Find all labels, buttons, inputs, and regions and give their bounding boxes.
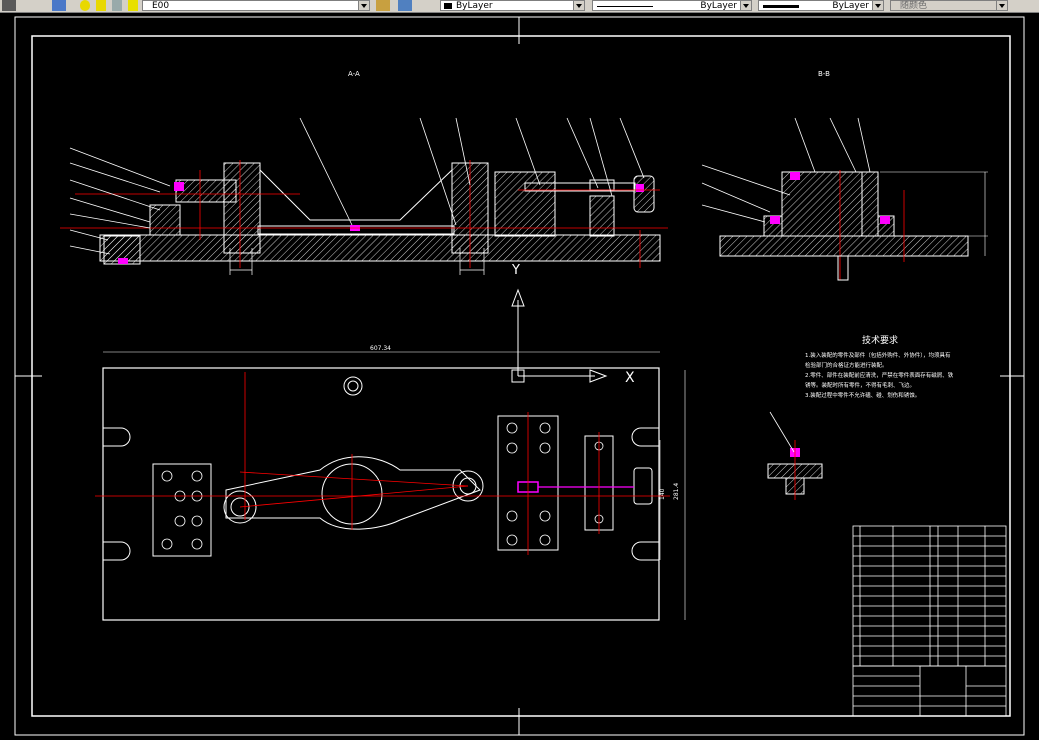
- tech-req-line-1: 1.装入装配的零件及部件（包括外购件、外协件），均须具有: [805, 351, 951, 359]
- chevron-down-icon[interactable]: [358, 1, 369, 10]
- chevron-down-icon[interactable]: [740, 1, 751, 10]
- color-select[interactable]: ByLayer: [440, 0, 585, 11]
- section-a-view: A-A: [60, 70, 668, 275]
- linetype-value: ByLayer: [700, 1, 737, 11]
- plotstyle-value: 随颜色: [900, 1, 928, 11]
- lineweight-select[interactable]: ByLayer: [758, 0, 884, 11]
- layer-manager-icon[interactable]: [52, 0, 66, 11]
- lock-icon[interactable]: [112, 0, 122, 11]
- layer-color-icon[interactable]: [128, 0, 138, 11]
- title-block: [852, 665, 1007, 717]
- dim-width-label: 607.34: [370, 345, 391, 352]
- toolbar-icon[interactable]: [2, 0, 16, 11]
- tech-req-line-5: 3.装配过程中零件不允许磕、碰、划伤和锈蚀。: [805, 391, 920, 399]
- tech-req-line-3: 2.零件、部件在装配前应清洗，严禁在零件表面存有磁屑、铁: [805, 371, 954, 379]
- layer-name: E00: [152, 1, 170, 11]
- axis-y-label: Y: [511, 263, 520, 278]
- layer-select[interactable]: E00: [142, 0, 370, 11]
- layer-previous-icon[interactable]: [398, 0, 412, 11]
- detail-view: [767, 411, 823, 500]
- tech-req-line-2: 检验部门的合格证方能进行装配。: [805, 361, 888, 369]
- dim-height-b-label: 281.4: [673, 483, 680, 500]
- chevron-down-icon[interactable]: [996, 1, 1007, 10]
- parts-list: [852, 525, 1007, 667]
- drawing-canvas[interactable]: A-A: [0, 12, 1039, 740]
- linetype-sample-icon: [597, 6, 653, 7]
- section-b-view: B-B: [701, 70, 988, 281]
- lineweight-sample-icon: [763, 5, 799, 8]
- ucs-icon: X Y: [511, 263, 635, 386]
- tech-req-line-4: 锈等。装配时所有零件，不得有毛刺、飞边。: [805, 381, 915, 389]
- linetype-select[interactable]: ByLayer: [592, 0, 752, 11]
- color-swatch-icon: [444, 3, 452, 9]
- technical-requirements: 技术要求 1.装入装配的零件及部件（包括外购件、外协件），均须具有 检验部门的合…: [805, 334, 954, 399]
- chevron-down-icon[interactable]: [573, 1, 584, 10]
- properties-toolbar: E00 ByLayer ByLayer ByLayer 随颜色: [0, 0, 1039, 13]
- lightbulb-icon[interactable]: [80, 0, 90, 11]
- lineweight-value: ByLayer: [832, 1, 869, 11]
- chevron-down-icon[interactable]: [872, 1, 883, 10]
- tech-req-title: 技术要求: [862, 334, 898, 346]
- color-value: ByLayer: [456, 1, 493, 11]
- sun-icon[interactable]: [96, 0, 106, 11]
- dim-height-a-label: 140: [659, 488, 666, 500]
- make-current-icon[interactable]: [376, 0, 390, 11]
- plan-view: 607.34 281.4 140: [95, 345, 686, 621]
- section-a-label: A-A: [348, 70, 360, 78]
- plotstyle-select[interactable]: 随颜色: [890, 0, 1008, 11]
- sheet-frame: [14, 16, 1025, 736]
- section-b-label: B-B: [818, 70, 830, 78]
- axis-x-label: X: [625, 370, 635, 386]
